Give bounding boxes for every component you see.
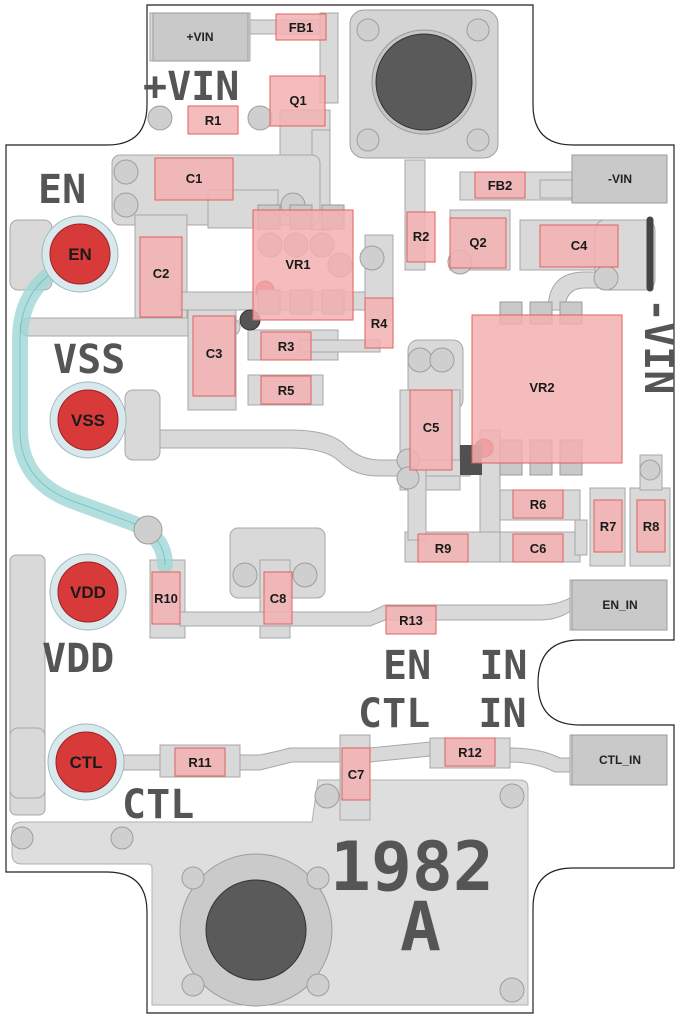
component-fb2[interactable]: FB2 [474, 171, 526, 199]
component-r7[interactable]: R7 [593, 499, 623, 553]
svg-text:VR2: VR2 [529, 380, 554, 395]
component-c6[interactable]: C6 [512, 533, 564, 563]
silk-board-number: 1982 [330, 828, 494, 907]
component-r5[interactable]: R5 [260, 375, 312, 405]
silkscreen: +VIN EN VSS VDD CTL EN IN CTL IN 1982 A … [38, 64, 681, 967]
svg-text:C7: C7 [348, 767, 365, 782]
silk-ctl-in: CTL IN [358, 691, 527, 737]
component-vr1[interactable]: VR1 [252, 209, 354, 321]
svg-text:R7: R7 [600, 519, 617, 534]
pad-ctl-in-label: CTL_IN [599, 753, 641, 767]
svg-text:R13: R13 [399, 613, 423, 628]
svg-text:R6: R6 [530, 497, 547, 512]
component-r9[interactable]: R9 [417, 533, 469, 563]
silk-vin-plus: +VIN [143, 64, 239, 110]
svg-text:R10: R10 [154, 591, 178, 606]
component-r13[interactable]: R13 [385, 605, 437, 635]
svg-text:R1: R1 [205, 113, 222, 128]
component-r8[interactable]: R8 [636, 499, 666, 553]
pad-en-in[interactable] [571, 579, 668, 631]
pad-vin-minus-label: -VIN [608, 172, 632, 186]
svg-text:C2: C2 [153, 266, 170, 281]
svg-text:C4: C4 [571, 238, 588, 253]
component-q1[interactable]: Q1 [269, 75, 326, 127]
component-r3[interactable]: R3 [260, 331, 312, 361]
svg-text:R12: R12 [458, 745, 482, 760]
pad-vin-plus-label: +VIN [186, 30, 213, 44]
test-point-en[interactable]: EN [41, 215, 119, 293]
svg-text:FB1: FB1 [289, 20, 314, 35]
silk-en-in: EN IN [383, 643, 528, 689]
test-point-ctl-label: CTL [69, 753, 102, 772]
component-c5[interactable]: C5 [409, 389, 453, 471]
pad-ctl-in[interactable] [571, 734, 668, 786]
component-c7[interactable]: C7 [341, 747, 371, 801]
component-fb1[interactable]: FB1 [275, 13, 327, 41]
svg-text:R5: R5 [278, 383, 295, 398]
svg-text:R4: R4 [371, 316, 388, 331]
svg-text:Q1: Q1 [289, 93, 306, 108]
test-points: EN VSS VDD CTL [41, 215, 127, 801]
component-r6[interactable]: R6 [512, 489, 564, 519]
component-r10[interactable]: R10 [151, 571, 181, 625]
component-c8[interactable]: C8 [263, 571, 293, 625]
svg-text:C5: C5 [423, 420, 440, 435]
svg-text:C3: C3 [206, 346, 223, 361]
test-point-vdd[interactable]: VDD [49, 553, 127, 631]
svg-text:C1: C1 [186, 171, 203, 186]
test-point-vss[interactable]: VSS [49, 381, 127, 459]
svg-text:R8: R8 [643, 519, 660, 534]
svg-text:Q2: Q2 [469, 235, 486, 250]
silk-ctl: CTL [122, 782, 194, 828]
pad-en-in-label: EN_IN [602, 598, 637, 612]
component-c1[interactable]: C1 [154, 157, 234, 201]
silk-revision: A [400, 888, 441, 967]
silk-vdd: VDD [42, 636, 114, 682]
pad-vin-minus[interactable] [571, 154, 668, 204]
component-r12[interactable]: R12 [444, 737, 496, 767]
components: FB1 Q1 R1 C1 C2 VR1 R2 FB2 Q2 C4 R4 C3 R… [139, 13, 666, 801]
component-c4[interactable]: C4 [539, 224, 619, 268]
svg-text:R3: R3 [278, 339, 295, 354]
test-point-en-label: EN [68, 245, 92, 264]
component-r2[interactable]: R2 [406, 211, 436, 263]
svg-text:C8: C8 [270, 591, 287, 606]
svg-text:FB2: FB2 [488, 178, 513, 193]
test-point-vss-label: VSS [71, 411, 105, 430]
component-q2[interactable]: Q2 [449, 217, 507, 269]
connector-pads: +VIN -VIN EN_IN CTL_IN [152, 12, 668, 786]
svg-text:R2: R2 [413, 229, 430, 244]
svg-text:VR1: VR1 [285, 257, 310, 272]
silk-vss: VSS [53, 337, 125, 383]
component-r1[interactable]: R1 [187, 105, 239, 135]
test-point-vdd-label: VDD [70, 583, 106, 602]
component-r4[interactable]: R4 [364, 297, 394, 349]
test-point-ctl[interactable]: CTL [47, 723, 125, 801]
ground-pour-bottom [10, 779, 529, 1007]
svg-text:R11: R11 [188, 755, 211, 770]
component-r11[interactable]: R11 [174, 747, 226, 777]
component-c2[interactable]: C2 [139, 236, 183, 318]
svg-text:C6: C6 [530, 541, 547, 556]
component-vr2[interactable]: VR2 [471, 314, 623, 464]
component-c3[interactable]: C3 [192, 315, 236, 397]
silk-en: EN [38, 167, 86, 213]
silk-vin-minus: -VIN [635, 298, 681, 394]
mount-hole-top [349, 9, 499, 159]
svg-text:R9: R9 [435, 541, 452, 556]
pad-vin-plus[interactable] [152, 12, 249, 62]
